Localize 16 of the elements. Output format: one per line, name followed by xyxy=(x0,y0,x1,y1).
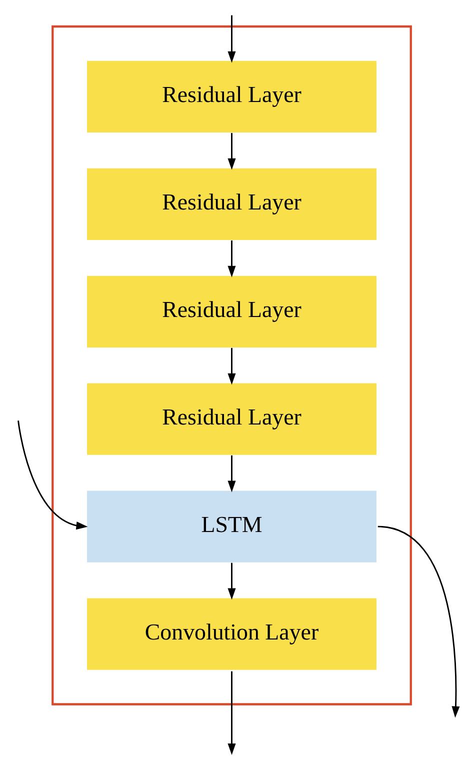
arrow xyxy=(378,526,460,718)
node-box: Residual Layer xyxy=(87,276,376,348)
node-box: Residual Layer xyxy=(87,60,376,133)
arrow xyxy=(18,420,88,530)
node-box: Convolution Layer xyxy=(87,598,376,670)
arrow xyxy=(228,455,236,492)
node-box: Residual Layer xyxy=(87,383,376,455)
arrow xyxy=(228,15,236,63)
arrow xyxy=(228,348,236,385)
cluster xyxy=(52,25,412,706)
arrow xyxy=(228,562,236,600)
arrow xyxy=(228,671,236,756)
arrow xyxy=(228,132,236,170)
node-box: LSTM xyxy=(87,490,376,562)
arrow xyxy=(228,240,236,278)
node-box: Residual Layer xyxy=(87,168,376,240)
